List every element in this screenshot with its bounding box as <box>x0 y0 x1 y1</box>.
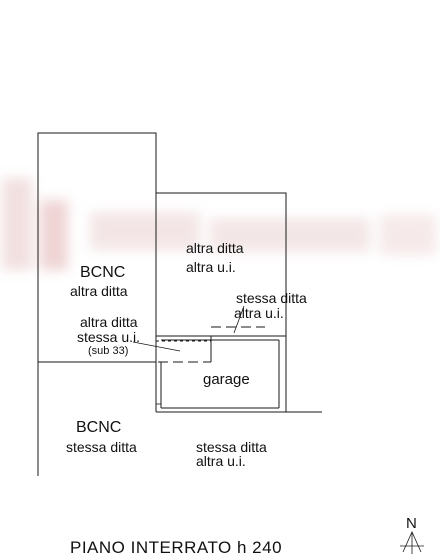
label-bcnc-top-sub: altra ditta <box>70 283 128 299</box>
labels: BCNC altra ditta altra ditta altra u.i. … <box>66 240 307 554</box>
label-bcnc-bottom-sub: stessa ditta <box>66 439 137 455</box>
label-garage: garage <box>203 371 250 388</box>
label-upper-right-1: altra ditta <box>186 240 244 256</box>
walls <box>37 132 322 476</box>
garage-outline <box>156 336 280 409</box>
label-mid-right-1: stessa ditta <box>236 290 307 306</box>
label-bcnc-bottom: BCNC <box>76 419 121 436</box>
leader-lines <box>132 305 245 352</box>
label-lower-right-2: altra u.i. <box>196 453 246 469</box>
north-arrow-icon: N <box>400 515 424 554</box>
label-lower-right-1: stessa ditta <box>196 439 267 455</box>
plan-title: PIANO INTERRATO h 240 <box>70 538 282 554</box>
label-mid-right-2: altra u.i. <box>234 305 284 321</box>
label-mid-left-2: stessa u.i. <box>77 329 140 345</box>
label-mid-left-1: altra ditta <box>80 314 138 330</box>
label-mid-left-3: (sub 33) <box>88 345 128 357</box>
label-bcnc-top: BCNC <box>80 264 125 281</box>
north-label: N <box>406 515 417 532</box>
label-upper-right-2: altra u.i. <box>186 259 236 275</box>
watermark <box>2 178 436 270</box>
dashed-boundaries <box>38 326 265 363</box>
